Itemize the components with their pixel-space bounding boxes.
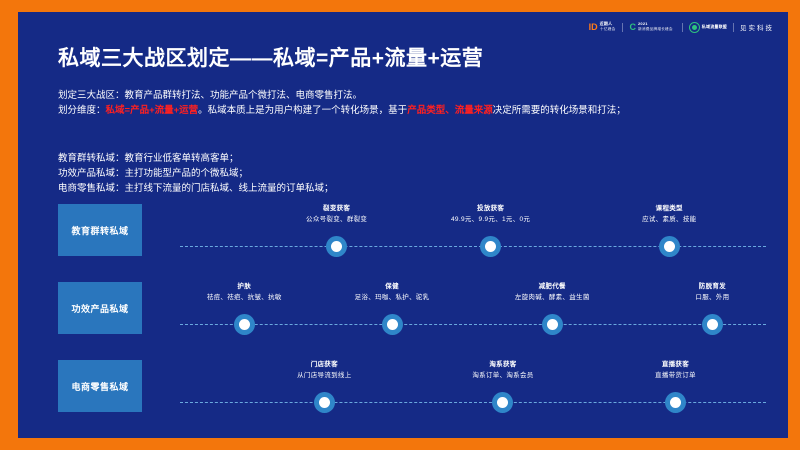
definitions-block: 教育群转私域：教育行业低客单转高客单； 功效产品私域：主打功能型产品的个微私域；… (58, 151, 758, 196)
timeline-track-1: 裂变获客 公众号裂变、群裂变 投放获客 49.9元、9.9元、1元、0元 课程类… (158, 204, 774, 266)
node-caption: 防脱育发 口服、外用 (695, 282, 729, 303)
row-label-education: 教育群转私域 (58, 204, 142, 256)
node-subtitle: 直播带货订单 (655, 372, 696, 379)
logo-bar: ID 近期人 十亿峰会 C 2021 新消费品牌增长峰会 私域流量联盟 (589, 20, 774, 34)
node-subtitle: 公众号裂变、群裂变 (306, 216, 368, 223)
logo-divider (733, 22, 734, 32)
node-title: 直播获客 (661, 361, 690, 368)
node-title: 淘系获客 (489, 361, 517, 368)
logo-divider (681, 22, 683, 32)
node-caption: 护肤 祛痘、祛疤、抗皱、抗敏 (207, 282, 282, 303)
logo-unit-1: ID 近期人 十亿峰会 (589, 20, 617, 34)
node-caption: 直播获客 直播带货订单 (655, 360, 696, 381)
timeline-node[interactable] (233, 314, 255, 335)
node-subtitle: 淘系订单、淘系会员 (472, 372, 534, 379)
node-subtitle: 从门店导流到线上 (297, 372, 352, 379)
partner-brand-label: 见实科技 (740, 25, 774, 32)
timeline-node[interactable] (541, 314, 563, 335)
intro-highlight-1: 私域=产品+流量+运营 (105, 105, 199, 116)
logo-divider (622, 22, 624, 32)
intro-line-1: 划定三大战区：教育产品群转打法、功能产品个微打法、电商零售打法。 (58, 90, 363, 101)
timeline-dashed-line (180, 324, 766, 325)
timeline-node[interactable] (701, 314, 723, 335)
timeline-dashed-line (180, 246, 766, 247)
timeline-track-3: 门店获客 从门店导流到线上 淘系获客 淘系订单、淘系会员 直播获客 直播带货订单 (158, 360, 774, 422)
timeline-row-efficacy: 功效产品私域 护肤 祛痘、祛疤、抗皱、抗敏 保健 足浴、玛咖、私护、驼乳 减肥代… (58, 282, 774, 344)
row-label-ecommerce: 电商零售私域 (58, 360, 142, 412)
node-title: 投放获客 (477, 205, 505, 212)
logo-line1: 私域流量联盟 (701, 23, 727, 29)
timeline-track-2: 护肤 祛痘、祛疤、抗皱、抗敏 保健 足浴、玛咖、私护、驼乳 减肥代餐 左旋肉碱、… (158, 282, 774, 344)
intro-line-2: 划分维度：私域=产品+流量+运营。私域本质上是为用户构建了一个转化场景，基于产品… (58, 103, 758, 118)
intro-middle: 。私域本质上是为用户构建了一个转化场景，基于 (198, 105, 408, 116)
logo-text-3: 私域流量联盟 (701, 23, 727, 30)
node-caption: 保健 足浴、玛咖、私护、驼乳 (355, 282, 430, 303)
definition-line: 功效产品私域：主打功能型产品的个微私域； (58, 168, 249, 179)
node-title: 门店获客 (310, 361, 338, 368)
c-mark-icon: C (629, 21, 636, 32)
timeline-node[interactable] (326, 236, 348, 257)
node-subtitle: 49.9元、9.9元、1元、0元 (451, 216, 531, 223)
node-subtitle: 左旋肉碱、酵素、益生菌 (514, 294, 590, 301)
node-caption: 淘系获客 淘系订单、淘系会员 (472, 360, 533, 381)
timeline-node[interactable] (381, 314, 403, 335)
circle-badge-icon (688, 21, 700, 33)
node-caption: 裂变获客 公众号裂变、群裂变 (306, 204, 367, 225)
row-label-efficacy: 功效产品私域 (58, 282, 142, 334)
slide-canvas: ID 近期人 十亿峰会 C 2021 新消费品牌增长峰会 私域流量联盟 (18, 12, 788, 438)
node-caption: 门店获客 从门店导流到线上 (297, 360, 351, 381)
timeline-node[interactable] (658, 236, 680, 257)
timeline-row-ecommerce: 电商零售私域 门店获客 从门店导流到线上 淘系获客 淘系订单、淘系会员 直播获客… (58, 360, 774, 422)
node-title: 保健 (385, 283, 399, 290)
intro-highlight-2: 产品类型、流量来源 (407, 105, 493, 116)
logo-text-1: 近期人 十亿峰会 (600, 22, 617, 31)
node-title: 裂变获客 (323, 205, 351, 212)
node-caption: 投放获客 49.9元、9.9元、1元、0元 (451, 204, 530, 225)
logo-line2: 十亿峰会 (599, 26, 616, 31)
logo-unit-3: 私域流量联盟 (688, 20, 727, 34)
node-subtitle: 足浴、玛咖、私护、驼乳 (354, 294, 430, 301)
timeline-node[interactable] (492, 392, 514, 413)
node-title: 防脱育发 (698, 283, 726, 290)
logo-unit-2: C 2021 新消费品牌增长峰会 (629, 20, 675, 34)
logo-text-2: 2021 新消费品牌增长峰会 (638, 22, 676, 31)
node-subtitle: 祛痘、祛疤、抗皱、抗敏 (206, 294, 282, 301)
node-caption: 减肥代餐 左旋肉碱、酵素、益生菌 (515, 282, 590, 303)
logo-line1: 近期人 (599, 21, 613, 27)
intro-paragraph: 划定三大战区：教育产品群转打法、功能产品个微打法、电商零售打法。 划分维度：私域… (58, 88, 758, 118)
intro-suffix: 决定所需要的转化场景和打法； (492, 105, 626, 116)
logo-line1: 2021 (637, 21, 648, 27)
timeline-node[interactable] (480, 236, 502, 257)
node-title: 减肥代餐 (538, 283, 566, 290)
timeline-node[interactable] (313, 392, 335, 413)
node-subtitle: 口服、外用 (695, 294, 730, 301)
logo-line2: 新消费品牌增长峰会 (637, 26, 673, 31)
definition-line: 教育群转私域：教育行业低客单转高客单； (58, 153, 239, 164)
node-subtitle: 应试、素质、技能 (642, 216, 697, 223)
page-title: 私域三大战区划定——私域=产品+流量+运营 (58, 47, 484, 70)
node-caption: 课程类型 应试、素质、技能 (642, 204, 696, 225)
timeline-node[interactable] (664, 392, 686, 413)
brand-mark-icon: ID (588, 21, 598, 32)
intro-prefix: 划分维度： (58, 105, 106, 116)
timeline-dashed-line (180, 402, 766, 403)
node-title: 课程类型 (655, 205, 683, 212)
timeline-row-education: 教育群转私域 裂变获客 公众号裂变、群裂变 投放获客 49.9元、9.9元、1元… (58, 204, 774, 266)
node-title: 护肤 (237, 283, 252, 290)
definition-line: 电商零售私域：主打线下流量的门店私域、线上流量的订单私域； (58, 183, 334, 194)
